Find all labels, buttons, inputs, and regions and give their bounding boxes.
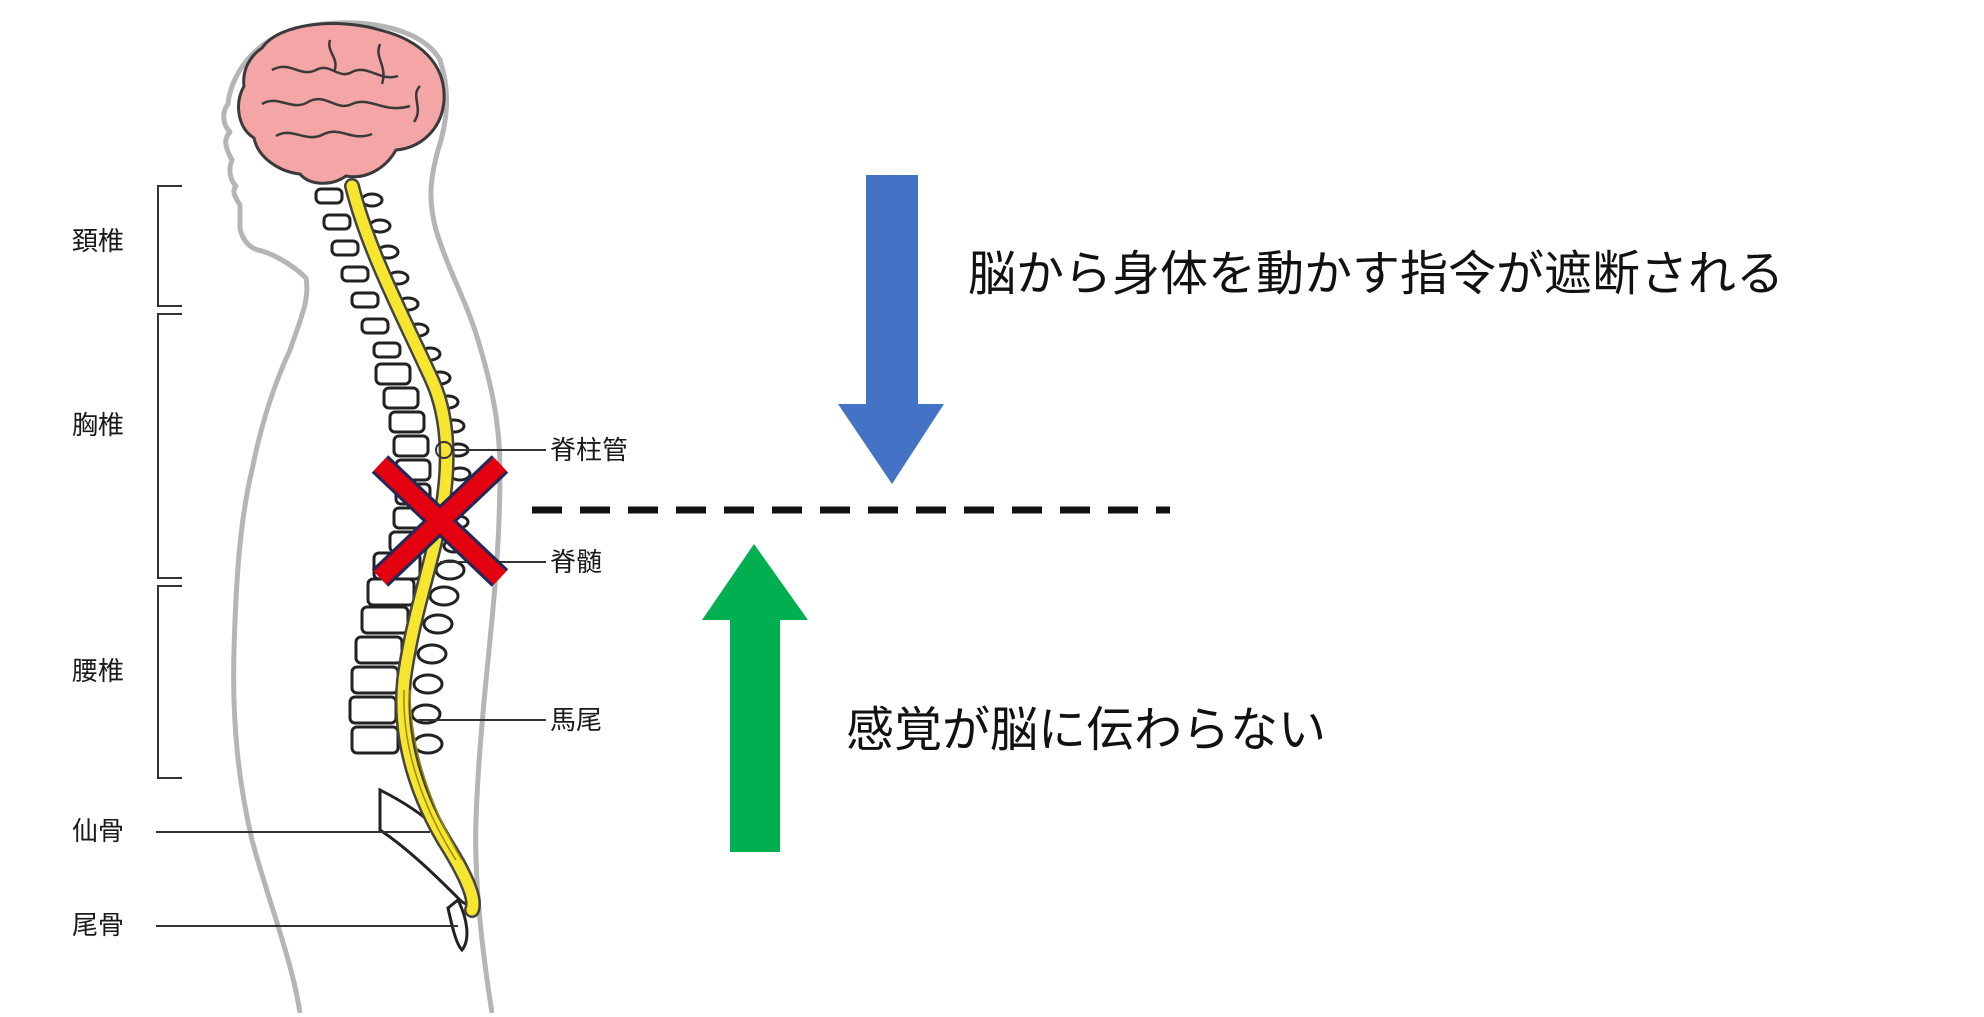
label-coccyx: 尾骨 bbox=[72, 911, 124, 941]
label-cauda-equina: 馬尾 bbox=[550, 706, 602, 736]
label-spinal-canal: 脊柱管 bbox=[550, 436, 628, 466]
vertebra-spinous-process bbox=[416, 643, 448, 665]
vertebra-body bbox=[350, 665, 400, 695]
vertebra-body bbox=[314, 187, 344, 205]
vertebra-body bbox=[372, 341, 402, 359]
vertebra-body bbox=[388, 410, 426, 434]
region-brackets bbox=[157, 185, 182, 779]
cauda-equina-strand bbox=[403, 689, 457, 861]
bracket-lumbar bbox=[157, 585, 182, 779]
vertebra-body bbox=[348, 695, 398, 725]
label-lumbar: 腰椎 bbox=[72, 657, 124, 687]
vertebra-body bbox=[360, 317, 390, 335]
vertebra-body bbox=[392, 434, 430, 458]
vertebra-body bbox=[340, 265, 370, 283]
vertebra-body bbox=[322, 213, 352, 231]
body-outline bbox=[221, 20, 503, 1014]
arrow-up-icon bbox=[702, 544, 808, 852]
vertebra-body bbox=[350, 291, 380, 309]
motor-blocked-message: 脳から身体を動かす指令が遮断される bbox=[968, 246, 1784, 302]
brain-icon bbox=[237, 22, 446, 185]
label-cervical: 頚椎 bbox=[72, 227, 124, 257]
label-sacrum: 仙骨 bbox=[72, 817, 124, 847]
cross-mark-icon bbox=[371, 455, 509, 587]
vertebra-body bbox=[350, 725, 400, 755]
vertebra-spinous-process bbox=[412, 733, 444, 755]
vertebra-spinous-process bbox=[412, 673, 444, 695]
vertebra-body bbox=[360, 605, 410, 635]
bracket-cervical bbox=[157, 185, 182, 307]
vertebra-spinous-process bbox=[422, 613, 454, 635]
vertebra-spinous-process bbox=[410, 703, 442, 725]
vertebra-body bbox=[382, 386, 420, 410]
label-spinal-cord: 脊髄 bbox=[550, 548, 602, 578]
arrow-down-icon bbox=[838, 175, 944, 484]
cauda-equina-strand bbox=[409, 689, 463, 861]
bracket-thoracic bbox=[157, 313, 182, 579]
vertebra-body bbox=[374, 362, 412, 386]
vertebra-body bbox=[354, 635, 404, 665]
vertebra-body bbox=[330, 239, 360, 257]
label-thoracic: 胸椎 bbox=[72, 411, 124, 441]
vertebra-spinous-process bbox=[428, 585, 460, 607]
vertebra-spinous-process bbox=[434, 559, 466, 581]
sensory-blocked-message: 感覚が脳に伝わらない bbox=[846, 702, 1326, 758]
